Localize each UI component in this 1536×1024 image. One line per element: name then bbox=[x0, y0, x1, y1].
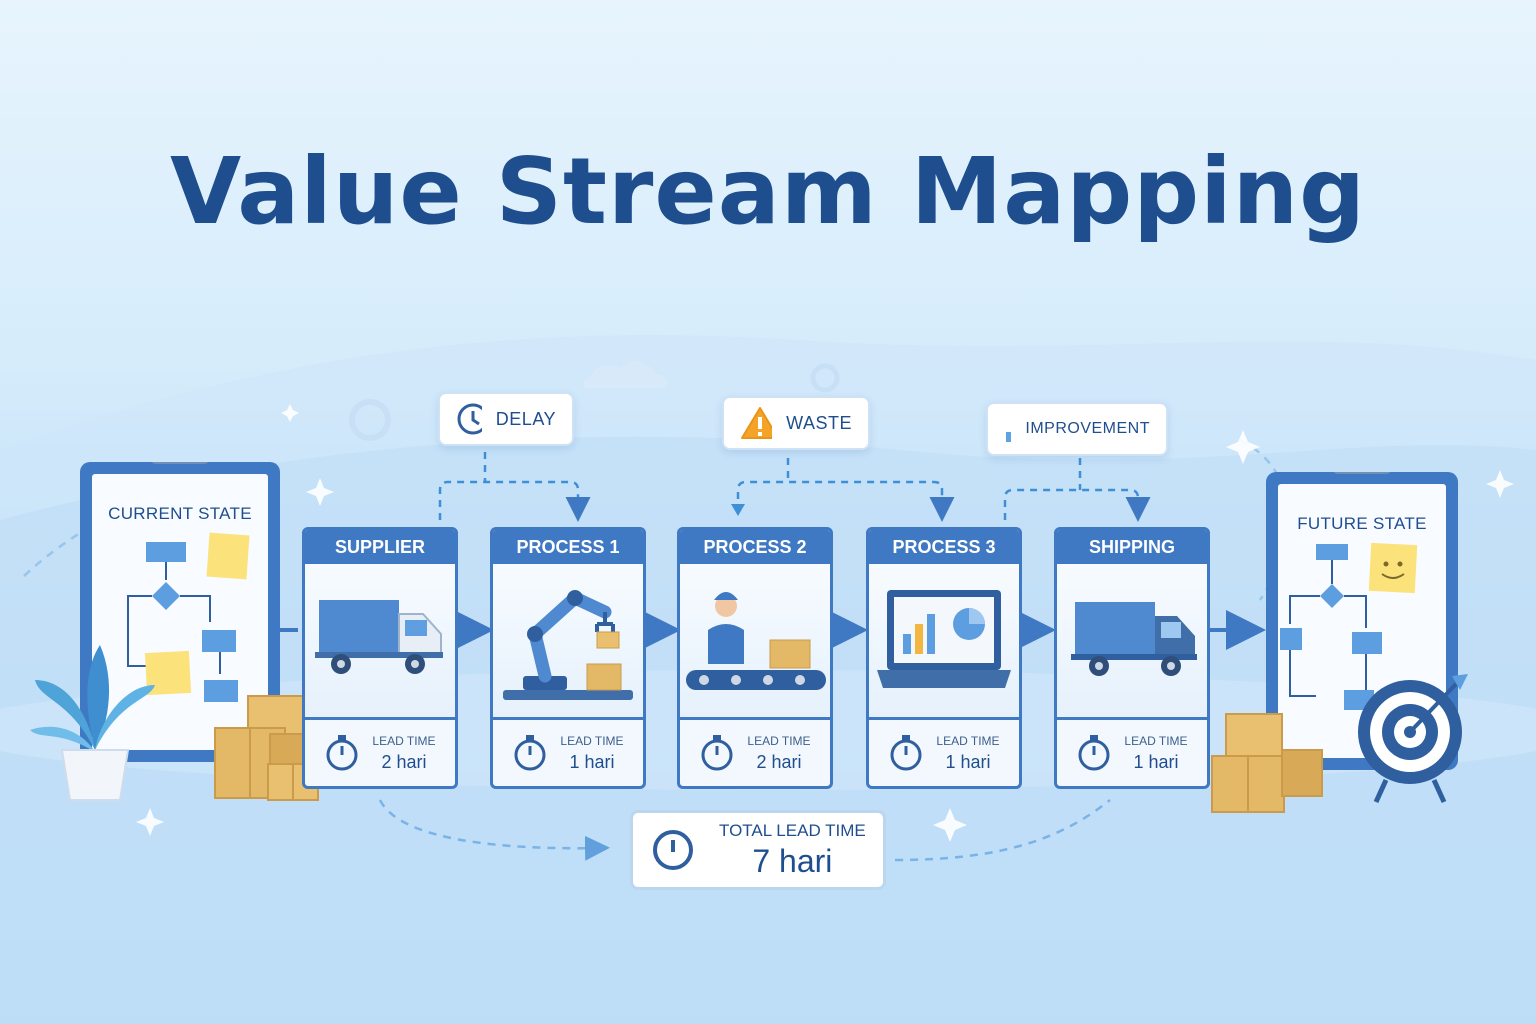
stage-title: SHIPPING bbox=[1057, 530, 1207, 564]
flowchart-illustration bbox=[1280, 472, 1418, 710]
total-lead-time-box: TOTAL LEAD TIME 7 hari bbox=[630, 810, 886, 890]
improvement-tag: IMPROVEMENT bbox=[986, 402, 1168, 456]
warning-icon bbox=[741, 407, 773, 439]
lead-time-value: 1 hari bbox=[945, 751, 991, 772]
stopwatch-icon bbox=[701, 735, 733, 771]
bar-chart-icon bbox=[1006, 432, 1012, 442]
truck-icon bbox=[315, 600, 443, 674]
target-icon bbox=[1358, 674, 1468, 804]
stage-title: SUPPLIER bbox=[305, 530, 455, 564]
stopwatch-icon bbox=[890, 735, 922, 771]
flowchart-illustration bbox=[127, 462, 250, 702]
plant-illustration bbox=[30, 645, 155, 801]
truck-icon bbox=[1071, 602, 1197, 676]
lead-time-value: 1 hari bbox=[1133, 751, 1179, 772]
stopwatch-icon bbox=[514, 735, 546, 771]
current-state-clipboard: CURRENT STATE bbox=[80, 462, 280, 762]
waste-tag: WASTE bbox=[722, 396, 870, 450]
laptop-dashboard-icon bbox=[877, 590, 1011, 688]
delay-tag: DELAY bbox=[438, 392, 574, 446]
robot-arm-icon bbox=[503, 590, 633, 700]
stage-title: PROCESS 2 bbox=[680, 530, 830, 564]
future-state-label: FUTURE STATE bbox=[1297, 514, 1427, 533]
page-title: Value Stream Mapping bbox=[170, 138, 1366, 245]
stopwatch-icon bbox=[1078, 735, 1110, 771]
stage-title: PROCESS 1 bbox=[493, 530, 643, 564]
total-lead-time-label: TOTAL LEAD TIME bbox=[719, 820, 866, 840]
current-state-label: CURRENT STATE bbox=[108, 504, 252, 523]
stopwatch-icon bbox=[326, 735, 358, 771]
clock-icon bbox=[653, 830, 693, 870]
lead-time-value: 1 hari bbox=[569, 751, 615, 772]
clock-icon bbox=[457, 403, 482, 435]
lead-time-value: 2 hari bbox=[756, 751, 802, 772]
stage-title: PROCESS 3 bbox=[869, 530, 1019, 564]
total-lead-time-value: 7 hari bbox=[752, 842, 833, 879]
boxes-right-illustration bbox=[1211, 713, 1323, 813]
lead-time-value: 2 hari bbox=[381, 751, 427, 772]
boxes-left-illustration bbox=[214, 695, 321, 801]
worker-conveyor-icon bbox=[686, 592, 826, 690]
